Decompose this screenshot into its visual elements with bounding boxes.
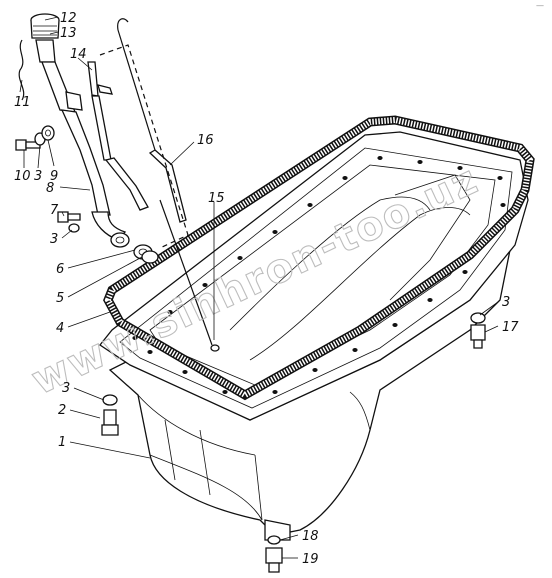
flange-bolt-hole: [427, 298, 433, 302]
callout-8: 8: [46, 181, 54, 196]
flange-bolt-hole: [462, 270, 468, 274]
flange-bolt-hole: [182, 370, 188, 374]
flange-bolt-hole: [417, 160, 423, 164]
dipstick: [99, 18, 220, 352]
callout-17: 17: [502, 320, 519, 335]
flange-bolt-hole: [342, 176, 348, 180]
callout-14: 14: [70, 47, 87, 62]
callout-1: 1: [58, 435, 66, 450]
flange-bolt-hole: [457, 166, 463, 170]
callout-3-right: 3: [502, 295, 510, 310]
tube-gaskets: [133, 244, 159, 264]
callout-2: 2: [58, 403, 66, 418]
breather-tube: [87, 61, 149, 211]
leader-lines: [19, 16, 499, 559]
flange-bolt-hole: [312, 368, 318, 372]
flange-bolt-hole: [272, 390, 278, 394]
callout-9: 9: [50, 169, 58, 184]
callout-5: 5: [56, 291, 64, 306]
callout-labels: 12 13 11 14 16 10 3 9 8 7 3 6 5 15 4 3 1…: [14, 11, 519, 567]
callout-3-mid: 3: [50, 232, 58, 247]
callout-13: 13: [60, 26, 77, 41]
pan-flange: [99, 131, 529, 421]
flange-bolt-hole: [307, 203, 313, 207]
corner-mark: —: [536, 1, 544, 10]
hardware: [15, 39, 486, 573]
flange-bolt-hole: [500, 203, 506, 207]
flange-bolt-hole: [222, 390, 228, 394]
callout-4: 4: [56, 321, 64, 336]
callout-7: 7: [50, 203, 59, 218]
flange-bolt-hole: [147, 350, 153, 354]
callout-3-left: 3: [62, 381, 70, 396]
flange-bolt-hole: [377, 156, 383, 160]
flange-bolt-hole: [132, 336, 138, 340]
oil-filler-neck: [30, 13, 130, 248]
callout-3-top: 3: [34, 169, 42, 184]
flange-bolt-hole: [392, 323, 398, 327]
flange-bolt-hole: [352, 348, 358, 352]
callout-15: 15: [208, 191, 225, 206]
callout-19: 19: [302, 552, 319, 567]
callout-11: 11: [14, 95, 31, 110]
flange-bolt-hole: [272, 230, 278, 234]
flange-bolt-hole: [202, 283, 208, 287]
flange-bolt-hole: [167, 310, 173, 314]
flange-bolt-hole: [237, 256, 243, 260]
callout-12: 12: [60, 11, 77, 26]
callout-18: 18: [302, 529, 319, 544]
callout-10: 10: [14, 169, 31, 184]
callout-6: 6: [56, 262, 64, 277]
pan-gasket: [103, 115, 535, 401]
callout-16: 16: [197, 133, 214, 148]
flange-bolt-hole: [497, 176, 503, 180]
